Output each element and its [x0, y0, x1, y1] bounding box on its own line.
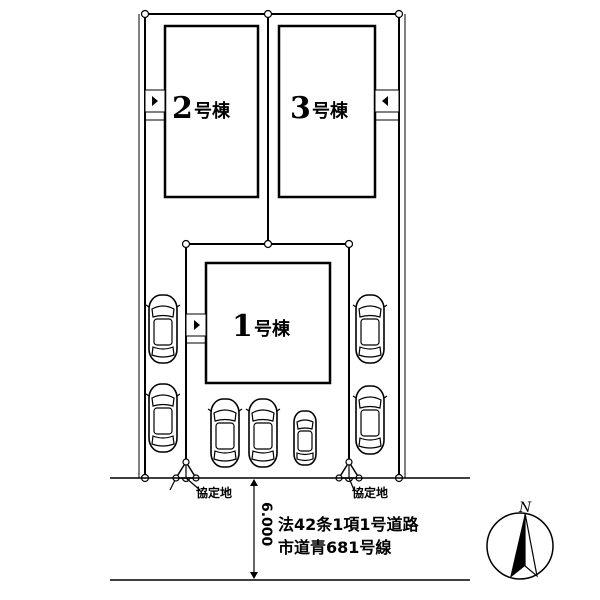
building-1: 1 号棟	[204, 261, 332, 385]
boundary-point	[394, 9, 404, 19]
building-2-suffix: 号棟	[194, 100, 231, 122]
car-compact	[293, 410, 317, 466]
road	[110, 477, 470, 581]
compass-needle-light	[524, 512, 538, 578]
boundary-point	[140, 9, 150, 19]
compass: N	[486, 500, 554, 580]
car-right-upper	[352, 294, 388, 364]
road-type-label: 法42条1項1号道路	[278, 515, 420, 534]
car-left-upper	[145, 294, 181, 364]
car-center-right	[245, 398, 281, 468]
entrance-marker-1	[185, 313, 207, 344]
building-1-number: 1	[232, 309, 253, 344]
car-center-left	[207, 398, 243, 468]
boundary-point	[181, 239, 191, 249]
building-2: 2 号棟	[163, 24, 260, 199]
entrance-marker-2	[144, 89, 166, 121]
road-width-label: 6.000	[258, 502, 274, 547]
building-1-suffix: 号棟	[254, 318, 291, 340]
building-3-suffix: 号棟	[312, 100, 349, 122]
boundary-point	[263, 239, 273, 249]
road-name-label: 市道青681号線	[278, 538, 391, 557]
building-3: 3 号棟	[277, 24, 377, 199]
compass-needle-dark	[510, 513, 525, 578]
north-arrow-icon: N	[518, 500, 532, 516]
building-3-number: 3	[290, 91, 311, 126]
kyoteichi-left	[169, 458, 201, 491]
kyoteichi-right-label: 協定地	[352, 485, 388, 500]
kyoteichi-left-label: 協定地	[196, 485, 232, 500]
building-2-number: 2	[172, 91, 193, 126]
car-left-lower	[145, 383, 181, 453]
entrance-marker-3	[374, 89, 400, 121]
boundary-point	[263, 9, 273, 19]
boundary-point	[344, 239, 354, 249]
car-right-lower	[352, 385, 388, 455]
